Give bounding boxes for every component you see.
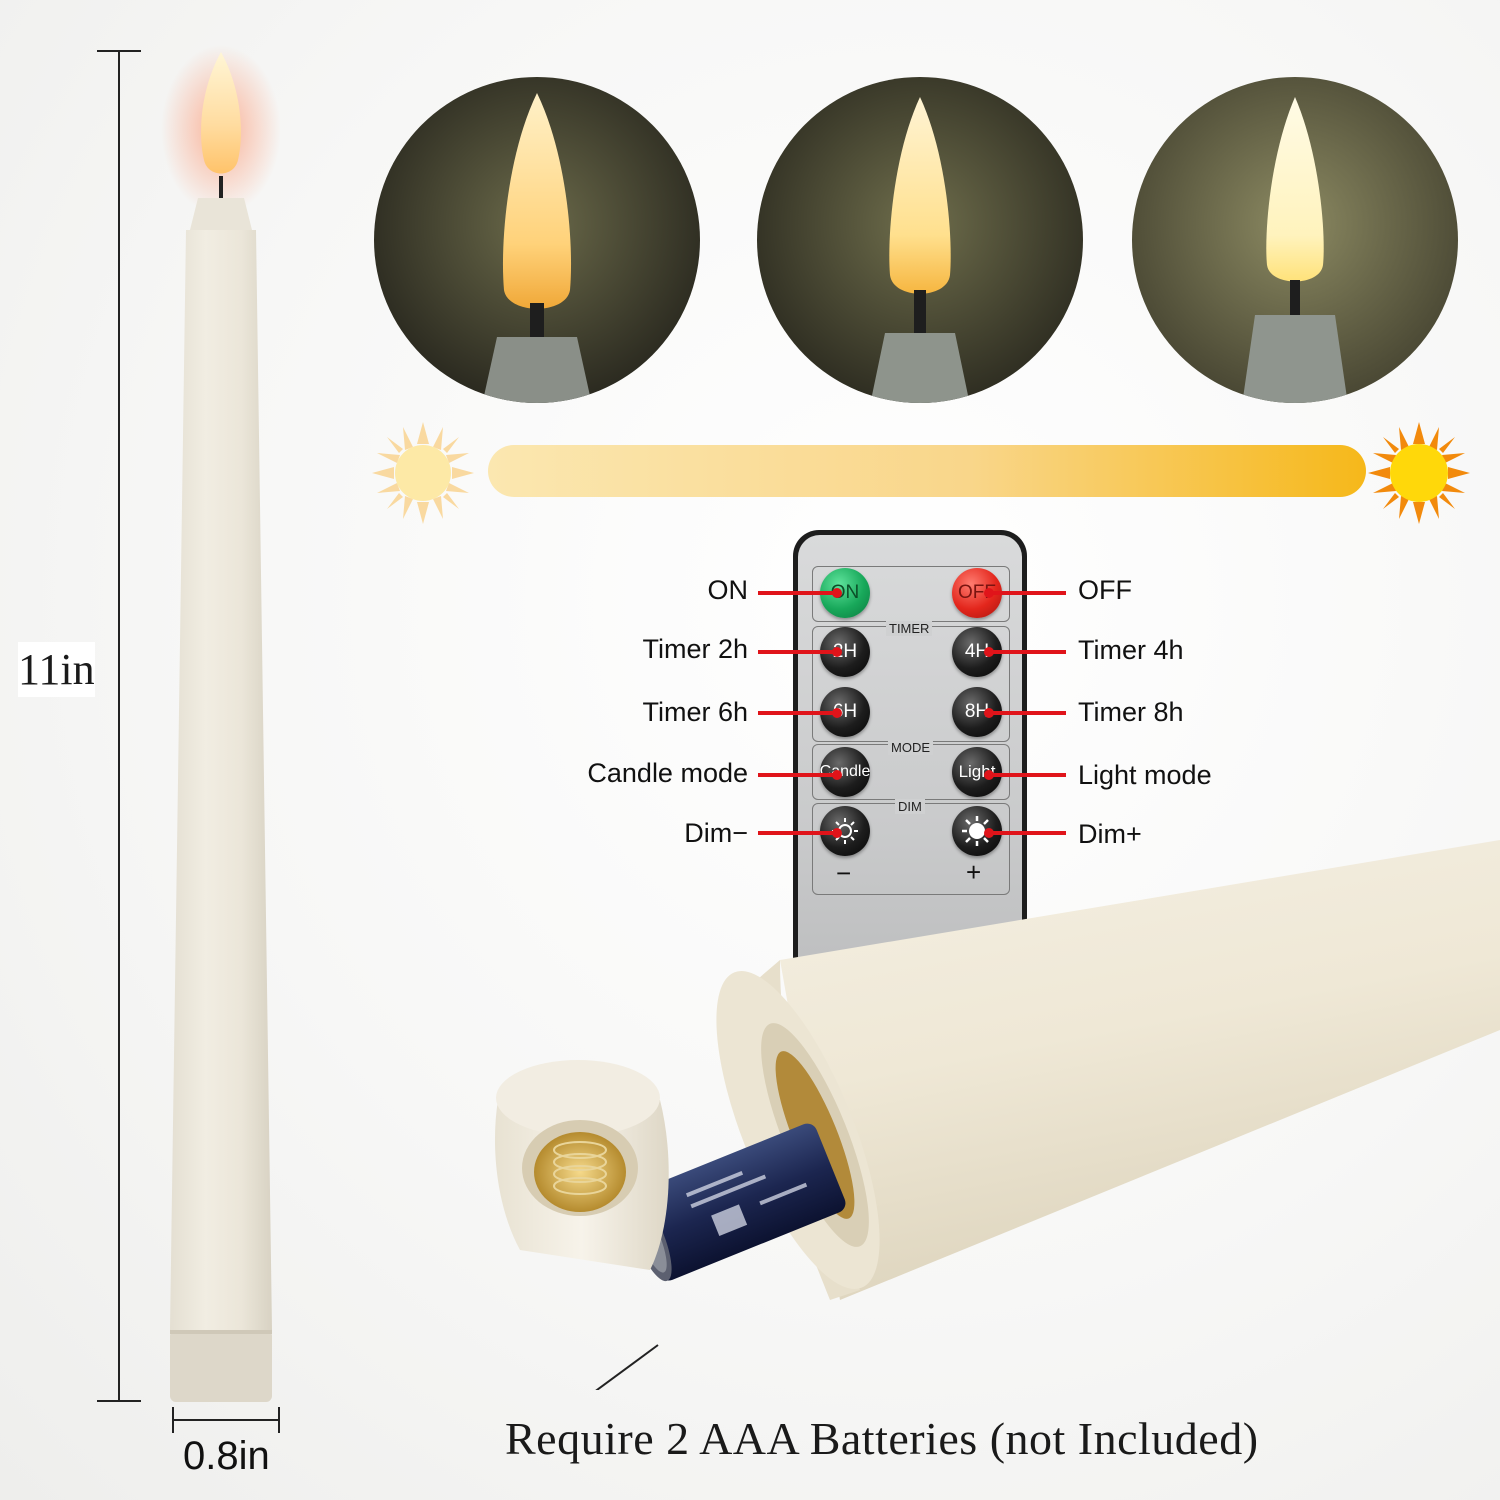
callout-line-off (984, 588, 1066, 598)
candle-battery-compartment (480, 830, 1500, 1402)
taper-candle (160, 40, 281, 1410)
label-candle-mode: Candle mode (587, 758, 748, 788)
callout-line-timer8 (984, 708, 1066, 718)
sun-bright-icon (1366, 420, 1472, 526)
height-dimension (95, 50, 145, 1405)
label-timer6: Timer 6h (642, 697, 748, 727)
flame-photo-bright (1130, 75, 1460, 405)
label-on: ON (707, 575, 749, 605)
light-mode-button[interactable]: Light (952, 747, 1002, 797)
callout-line-candle (758, 770, 842, 780)
label-timer4: Timer 4h (1078, 635, 1184, 665)
dim-group-title: DIM (895, 799, 925, 814)
label-off: OFF (1078, 575, 1132, 605)
flame-photo-medium (755, 75, 1085, 405)
on-button[interactable]: ON (820, 568, 870, 618)
dim-plus-symbol: + (966, 857, 982, 887)
candle-mode-button[interactable]: Candle (820, 747, 870, 797)
callout-line-timer6 (758, 708, 842, 718)
label-dim-plus: Dim+ (1078, 819, 1142, 849)
sun-dim-icon (370, 420, 476, 526)
label-timer8: Timer 8h (1078, 697, 1184, 727)
width-label: 0.8in (183, 1434, 270, 1478)
label-dim-minus: Dim− (684, 818, 748, 848)
battery-caption: Require 2 AAA Batteries (not Included) (505, 1413, 1259, 1464)
mode-group-title: MODE (888, 740, 933, 755)
label-light-mode: Light mode (1078, 760, 1212, 790)
brightness-gradient-bar (488, 445, 1366, 497)
callout-line-on (758, 588, 842, 598)
label-timer2: Timer 2h (642, 634, 748, 664)
callout-line-timer2 (758, 647, 842, 657)
dim-minus-symbol: − (836, 858, 852, 888)
timer-group-title: TIMER (886, 621, 933, 636)
callout-line-dim-plus (984, 828, 1066, 838)
callout-line-timer4 (984, 647, 1066, 657)
width-dimension (170, 1405, 285, 1435)
flame-photo-dim (372, 75, 702, 405)
callout-line-light (984, 770, 1066, 780)
callout-line-dim-minus (758, 828, 842, 838)
height-label: 11in (18, 642, 95, 697)
